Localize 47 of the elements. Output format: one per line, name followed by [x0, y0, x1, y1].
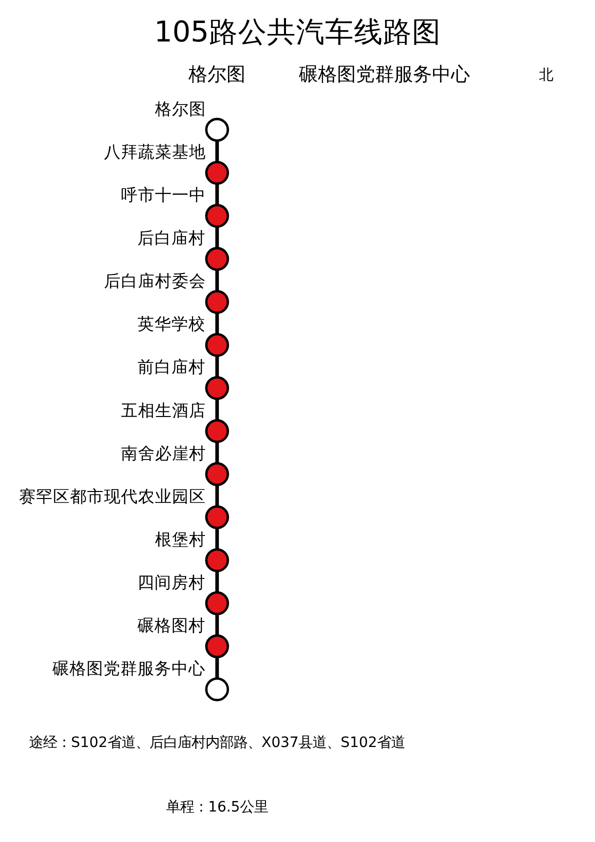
node-circle: [205, 376, 230, 400]
node-circle: [205, 676, 230, 701]
node-circle: [205, 246, 230, 270]
node-circle: [205, 289, 230, 314]
node-circle: [205, 117, 230, 142]
node-circle: [205, 634, 230, 658]
node-label: 英华学校: [138, 313, 206, 334]
node-label: 前白庙村: [138, 356, 206, 376]
connector: [215, 183, 219, 204]
node-circle: [205, 203, 230, 228]
node-label: 八拜蔬菜基地: [104, 141, 206, 161]
node-circle: [205, 332, 230, 356]
node-circle: [205, 160, 230, 184]
connector: [215, 442, 219, 463]
node-label: 碾格图村: [138, 614, 206, 634]
node-circle: [205, 418, 230, 443]
connector: [215, 140, 219, 162]
node-label: 后白庙村委会: [104, 270, 206, 290]
label: 格尔图: [188, 62, 246, 85]
node-label: 四间房村: [138, 571, 206, 592]
node-label: 南舍必崖村: [120, 442, 206, 462]
connector: [215, 484, 219, 506]
node-label: 呼市十一中: [120, 184, 206, 204]
connector: [215, 528, 219, 549]
node-circle: [205, 462, 230, 486]
connector: [215, 398, 219, 420]
connector: [215, 312, 219, 334]
connector: [215, 356, 219, 377]
label: 北: [538, 67, 553, 84]
label: 碾格图党群服务中心: [298, 62, 470, 85]
node-label: 赛罕区都市现代农业园区: [18, 485, 206, 506]
connector: [215, 269, 219, 290]
label: 单程：16.5公里: [166, 798, 268, 815]
node-label: 根堡村: [155, 528, 206, 548]
connector: [215, 614, 219, 635]
node-label: 五相生酒店: [120, 399, 206, 420]
node-label: 碾格图党群服务中心: [52, 658, 206, 678]
node-circle: [205, 548, 230, 572]
connector: [215, 226, 219, 248]
node-label: 格尔图: [155, 98, 206, 118]
node-circle: [205, 590, 230, 615]
connector: [215, 656, 219, 678]
label: 途经：S102省道、后白庙村内部路、X037县道、S102省道: [29, 734, 406, 750]
node-circle: [205, 504, 230, 529]
node-label: 后白庙村: [138, 227, 206, 248]
connector: [215, 570, 219, 592]
diagram-title: 105路公共汽车线路图: [154, 14, 441, 48]
